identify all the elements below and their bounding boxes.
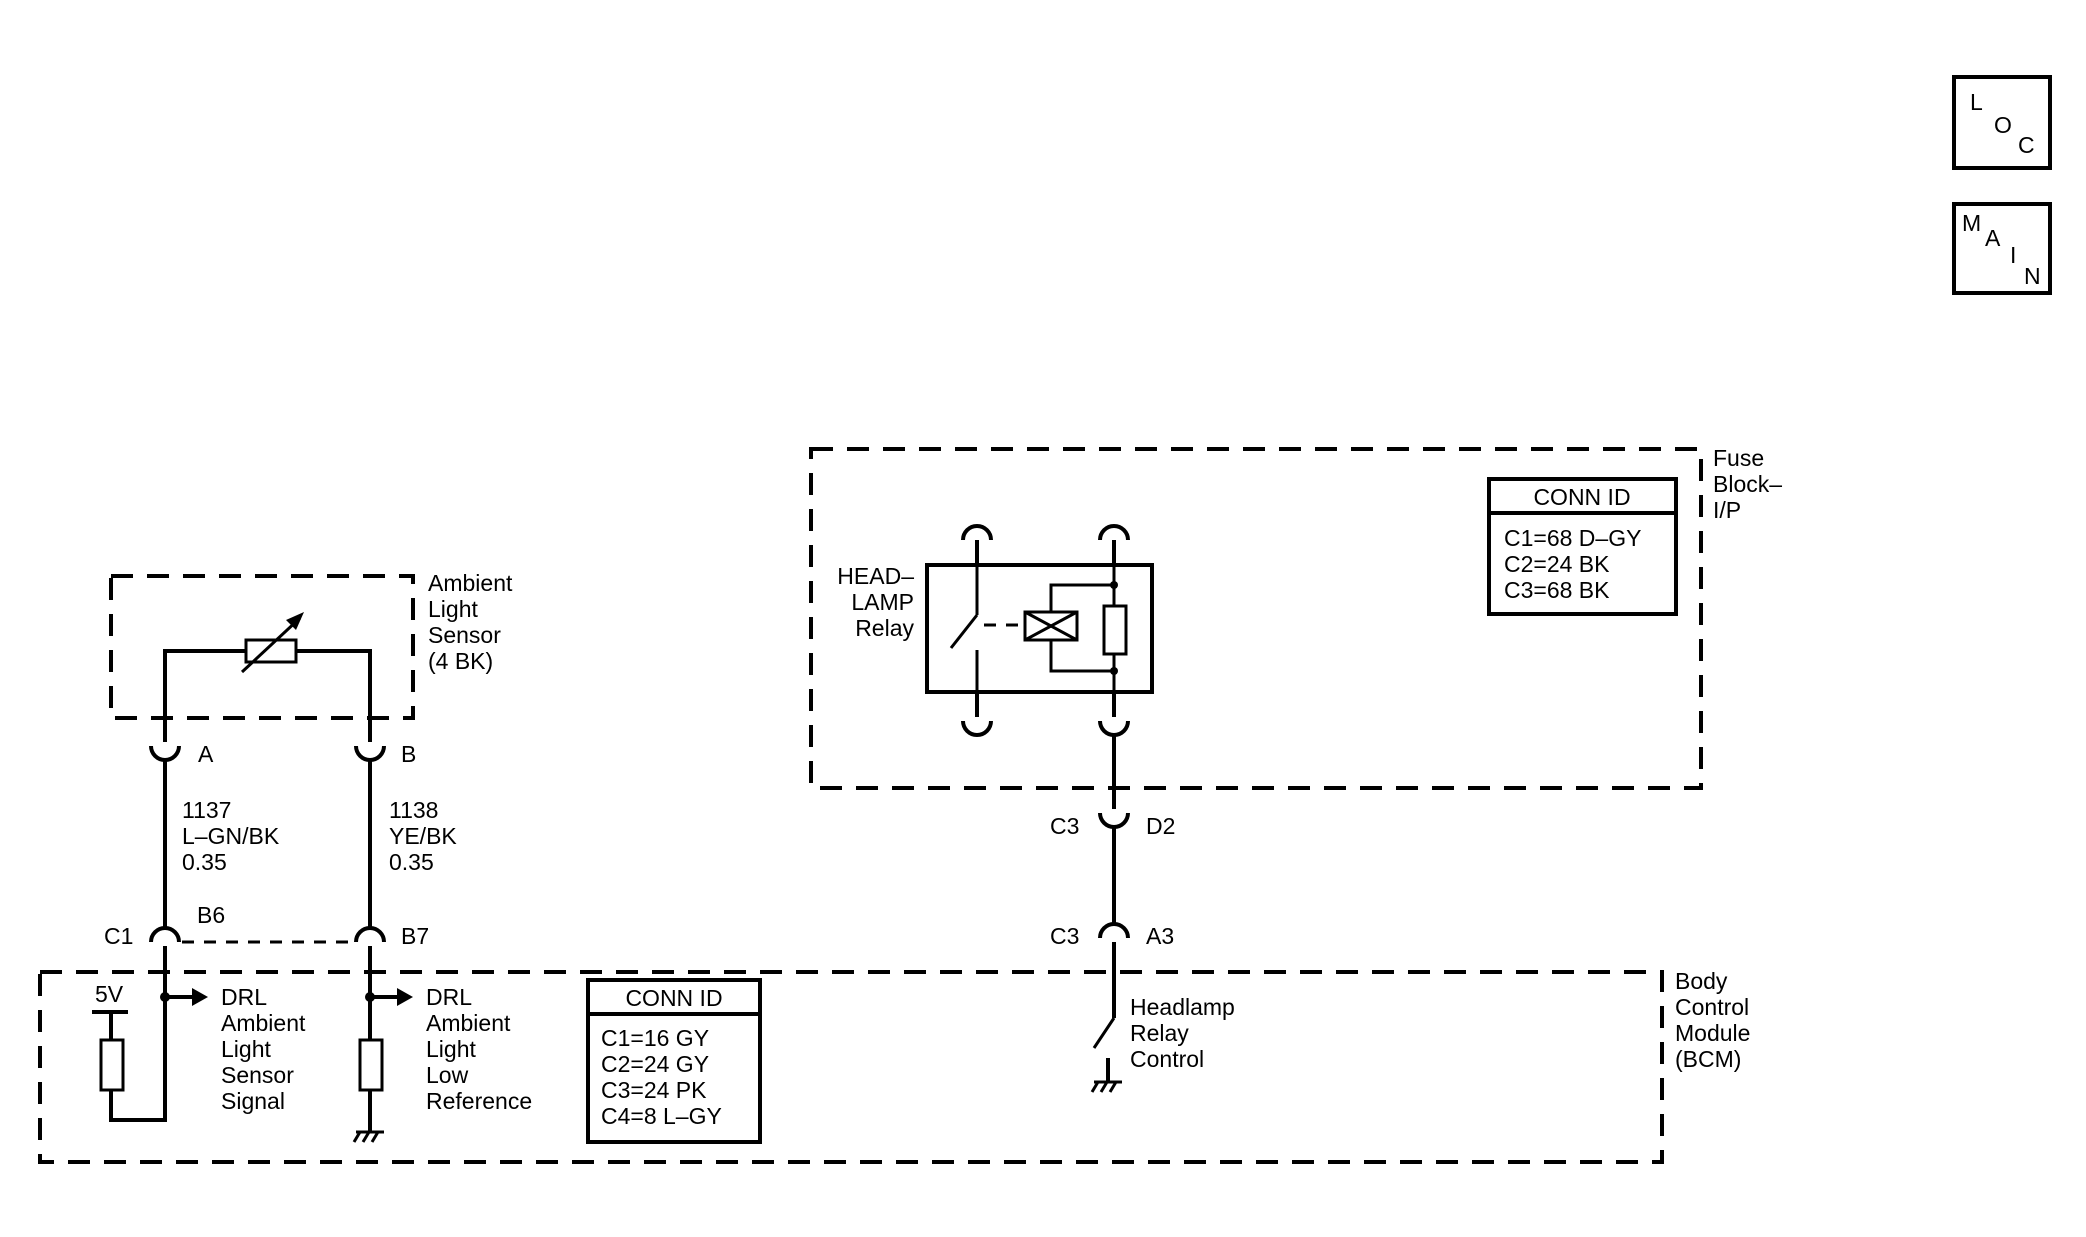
circuit-number: 1138 bbox=[389, 797, 438, 823]
main-letter: M bbox=[1962, 210, 1981, 236]
fuse-block-label: I/P bbox=[1713, 497, 1741, 523]
conn-c1-label: C1 bbox=[104, 923, 133, 949]
ambient-light-sensor: Ambient Light Sensor (4 BK) bbox=[109, 570, 513, 720]
bcm-label: Module bbox=[1675, 1020, 1750, 1046]
bcm-connector-c1: C1 B6 B7 bbox=[104, 902, 429, 972]
relay-ctrl-label-line: Relay bbox=[1130, 1020, 1189, 1046]
main-button[interactable]: M A I N bbox=[1952, 202, 2052, 295]
conn-id-title: CONN ID bbox=[625, 985, 722, 1011]
pullup-resistor-icon bbox=[99, 1038, 125, 1092]
sensor-label: Ambient bbox=[428, 570, 513, 596]
signal-label-line: Ambient bbox=[221, 1010, 306, 1036]
wire-gauge: 0.35 bbox=[389, 849, 434, 875]
conn-id-row: C1=68 D–GY bbox=[1504, 525, 1641, 551]
main-letter: N bbox=[2024, 263, 2041, 289]
five-volt-label: 5V bbox=[95, 981, 124, 1007]
relay-control-wire: C3 D2 C3 A3 bbox=[1050, 735, 1175, 972]
wire-1137-label: 1137 L–GN/BK 0.35 bbox=[182, 797, 280, 875]
relay-suppression-resistor-icon bbox=[1102, 604, 1128, 656]
variable-resistor-arrow-icon bbox=[286, 612, 304, 630]
loc-letter: L bbox=[1970, 89, 1983, 115]
pin-d2-label: D2 bbox=[1146, 813, 1175, 839]
low-reference-label: DRL Ambient Light Low Reference bbox=[426, 984, 532, 1114]
wire-gauge: 0.35 bbox=[182, 849, 227, 875]
conn-id-row: C2=24 GY bbox=[601, 1051, 709, 1077]
wire-color: YE/BK bbox=[389, 823, 457, 849]
relay-ctrl-label-line: Headlamp bbox=[1130, 994, 1235, 1020]
sensor-label: Light bbox=[428, 596, 478, 622]
ref-label-line: Reference bbox=[426, 1088, 532, 1114]
wire-color: L–GN/BK bbox=[182, 823, 280, 849]
main-letter: A bbox=[1985, 225, 2001, 251]
wire-1138-label: 1138 YE/BK 0.35 bbox=[389, 797, 457, 875]
sensor-pin-b: B bbox=[354, 718, 416, 928]
signal-label-line: Sensor bbox=[221, 1062, 294, 1088]
sensor-label: (4 BK) bbox=[428, 648, 493, 674]
fuse-block-label: Fuse bbox=[1713, 445, 1764, 471]
bcm-conn-id-table: CONN ID C1=16 GY C2=24 GY C3=24 PK C4=8 … bbox=[586, 978, 762, 1144]
headlamp-relay: HEAD– LAMP Relay bbox=[837, 524, 1154, 737]
conn-id-row: C2=24 BK bbox=[1504, 551, 1610, 577]
circuit-number: 1137 bbox=[182, 797, 231, 823]
relay-ctrl-label-line: Control bbox=[1130, 1046, 1204, 1072]
bcm-label: Control bbox=[1675, 994, 1749, 1020]
control-switch-icon bbox=[1092, 1017, 1116, 1049]
conn-id-row: C4=8 L–GY bbox=[601, 1103, 722, 1129]
reference-arrow-icon bbox=[397, 988, 413, 1006]
reference-resistor-icon bbox=[358, 1038, 384, 1092]
relay-switch-icon bbox=[949, 614, 979, 649]
ground-icon bbox=[352, 1130, 384, 1143]
loc-letter: O bbox=[1994, 112, 2012, 138]
ref-label-line: Ambient bbox=[426, 1010, 511, 1036]
relay-label: LAMP bbox=[851, 589, 914, 615]
ref-label-line: Light bbox=[426, 1036, 476, 1062]
ref-label-line: Low bbox=[426, 1062, 469, 1088]
ground-icon bbox=[1090, 1080, 1122, 1093]
conn-id-title: CONN ID bbox=[1533, 484, 1630, 510]
signal-label-line: Signal bbox=[221, 1088, 285, 1114]
bcm-label: Body bbox=[1675, 968, 1728, 994]
main-letter: I bbox=[2010, 242, 2016, 268]
signal-label-line: DRL bbox=[221, 984, 267, 1010]
conn-id-row: C3=24 PK bbox=[601, 1077, 707, 1103]
headlamp-relay-control: Headlamp Relay Control bbox=[1090, 972, 1235, 1093]
pin-a-label: A bbox=[198, 741, 214, 767]
pin-b7-label: B7 bbox=[401, 923, 429, 949]
pin-a3-label: A3 bbox=[1146, 923, 1174, 949]
drl-signal-label: DRL Ambient Light Sensor Signal bbox=[221, 984, 306, 1114]
signal-label-line: Light bbox=[221, 1036, 271, 1062]
loc-letter: C bbox=[2018, 132, 2035, 158]
pin-b6-label: B6 bbox=[197, 902, 225, 928]
five-volt-reference: 5V bbox=[92, 972, 167, 1122]
loc-button[interactable]: L O C bbox=[1952, 75, 2052, 170]
conn-id-row: C1=16 GY bbox=[601, 1025, 709, 1051]
fuse-block-ip: Fuse Block– I/P bbox=[809, 445, 1782, 790]
relay-label: Relay bbox=[855, 615, 914, 641]
sensor-label: Sensor bbox=[428, 622, 501, 648]
ref-label-line: DRL bbox=[426, 984, 472, 1010]
conn-c3-label: C3 bbox=[1050, 813, 1079, 839]
body-control-module: Body Control Module (BCM) bbox=[38, 968, 1750, 1164]
drl-signal-arrow bbox=[160, 988, 208, 1006]
conn-c3-label: C3 bbox=[1050, 923, 1079, 949]
bcm-label: (BCM) bbox=[1675, 1046, 1741, 1072]
sensor-pin-a: A bbox=[149, 718, 214, 928]
fuse-conn-id-table: CONN ID C1=68 D–GY C2=24 BK C3=68 BK bbox=[1487, 477, 1678, 616]
relay-label: HEAD– bbox=[837, 563, 914, 589]
conn-id-row: C3=68 BK bbox=[1504, 577, 1610, 603]
pin-b-label: B bbox=[401, 741, 416, 767]
signal-arrow-icon bbox=[192, 988, 208, 1006]
fuse-block-label: Block– bbox=[1713, 471, 1782, 497]
low-reference-circuit bbox=[352, 972, 413, 1143]
